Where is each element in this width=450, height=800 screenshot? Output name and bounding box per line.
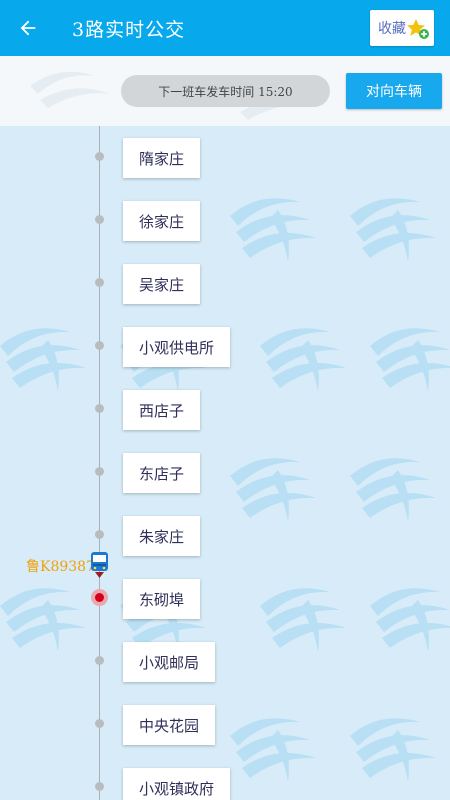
- next-departure-pill: 下一班车发车时间 15:20: [121, 75, 330, 107]
- stop-dot: [95, 656, 104, 665]
- stop-dot: [95, 404, 104, 413]
- stop-dot: [95, 530, 104, 539]
- stop-dot: [95, 467, 104, 476]
- stop-card[interactable]: 隋家庄: [123, 138, 201, 178]
- back-button[interactable]: [0, 0, 56, 56]
- favorite-button[interactable]: 收藏: [370, 10, 434, 46]
- route-line: [99, 126, 100, 800]
- stop-card[interactable]: 小观邮局: [123, 642, 216, 682]
- opposite-vehicles-button[interactable]: 对向车辆: [346, 73, 442, 109]
- app-bar: 3路实时公交 收藏: [0, 0, 450, 56]
- stop-card[interactable]: 东店子: [123, 453, 201, 493]
- stop-card[interactable]: 朱家庄: [123, 516, 201, 556]
- stop-dot: [95, 152, 104, 161]
- stop-card[interactable]: 中央花园: [123, 705, 216, 745]
- route-timeline: 隋家庄 徐家庄 吴家庄 小观供电所 西店子 东店子 朱家庄 鲁K89387 东砌…: [0, 126, 450, 800]
- next-departure-text: 下一班车发车时间 15:20: [158, 84, 293, 99]
- page-title: 3路实时公交: [72, 18, 186, 41]
- favorite-label: 收藏: [378, 21, 406, 37]
- stop-dot: [95, 278, 104, 287]
- current-stop-marker: [91, 589, 108, 606]
- stop-dot: [95, 215, 104, 224]
- stop-dot: [95, 782, 104, 791]
- bus-plate-label: 鲁K89387: [26, 559, 95, 575]
- stop-card[interactable]: 小观镇政府: [123, 768, 231, 800]
- stop-card[interactable]: 吴家庄: [123, 264, 201, 304]
- current-stop-marker-core: [95, 593, 104, 602]
- arrow-left-icon: [20, 20, 36, 36]
- stop-card[interactable]: 小观供电所: [123, 327, 231, 367]
- info-strip: 下一班车发车时间 15:20 对向车辆: [0, 56, 450, 126]
- stop-card[interactable]: 西店子: [123, 390, 201, 430]
- stop-dot: [95, 341, 104, 350]
- current-stop-card[interactable]: 东砌埠: [123, 579, 201, 619]
- bus-icon[interactable]: [90, 552, 109, 578]
- stop-card[interactable]: 徐家庄: [123, 201, 201, 241]
- stop-dot: [95, 719, 104, 728]
- star-add-icon: [407, 19, 429, 39]
